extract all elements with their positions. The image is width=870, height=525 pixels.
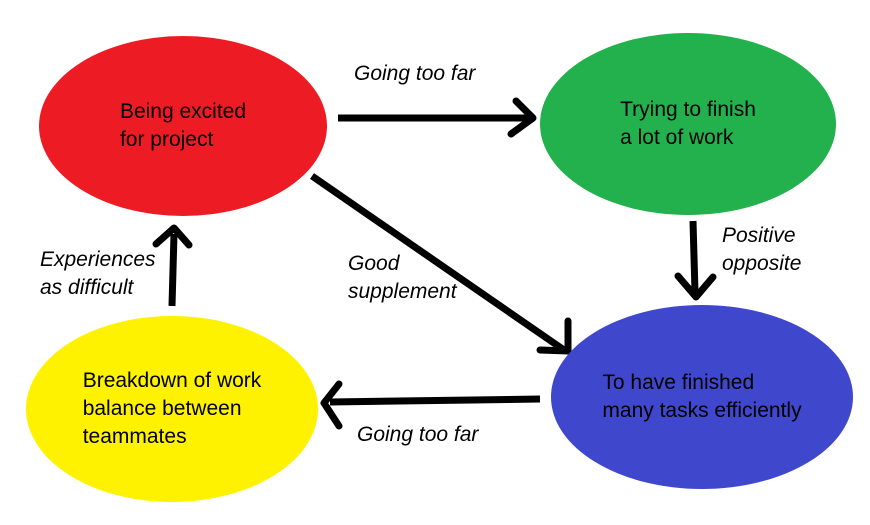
arrow-shaft [310,173,566,353]
node-breakdown-of-work: Breakdown of work balance between teamma… [26,316,318,502]
edge-label-experiences-as-difficult: Experiences as difficult [40,246,156,302]
node-label-line: Being excited [119,100,247,123]
edge-label-line: Good [348,252,400,275]
arrow-excited-to-finished [310,173,572,355]
edge-label-line: Positive [722,224,796,247]
arrow-excited-to-trying [338,97,537,138]
edge-label-line: as difficult [40,276,134,299]
node-finished-many-tasks-label: To have finished many tasks efficiently [602,369,801,425]
node-label-line: Trying to finish [620,98,756,121]
node-label-line: for project [119,128,214,151]
node-label-line: Breakdown of work [82,369,262,392]
node-label-line: To have finished [602,371,755,394]
arrow-trying-to-finished [674,220,717,301]
edge-label-going-too-far-top: Going too far [354,60,475,88]
node-breakdown-of-work-label: Breakdown of work balance between teamma… [83,367,262,451]
edge-label-line: Experiences [40,248,156,271]
edge-label-line: supplement [348,280,457,303]
node-being-excited: Being excited for project [39,36,327,216]
node-label-line: balance between [82,397,242,420]
edge-label-line: Going too far [354,62,476,85]
arrow-finished-to-breakdown [320,380,541,430]
node-trying-to-finish: Trying to finish a lot of work [540,33,836,215]
node-label-line: a lot of work [620,126,734,149]
edge-label-good-supplement: Good supplement [348,250,457,306]
node-being-excited-label: Being excited for project [120,98,246,154]
node-finished-many-tasks: To have finished many tasks efficiently [551,305,853,489]
edge-label-line: opposite [722,252,802,275]
node-label-line: many tasks efficiently [602,399,802,422]
arrow-shaft [329,395,541,406]
arrow-shaft [689,220,699,293]
arrow-head [152,224,193,249]
arrow-head [536,317,572,355]
arrow-head [507,97,537,138]
arrow-head [674,272,717,301]
arrow-shaft [168,233,178,307]
arrow-head [320,380,343,430]
edge-label-positive-opposite: Positive opposite [722,222,801,278]
node-trying-to-finish-label: Trying to finish a lot of work [620,96,756,152]
edge-label-line: Going too far [357,423,479,446]
arrow-breakdown-to-excited [152,224,193,307]
node-label-line: teammates [82,425,187,448]
edge-label-going-too-far-bottom: Going too far [357,421,478,449]
